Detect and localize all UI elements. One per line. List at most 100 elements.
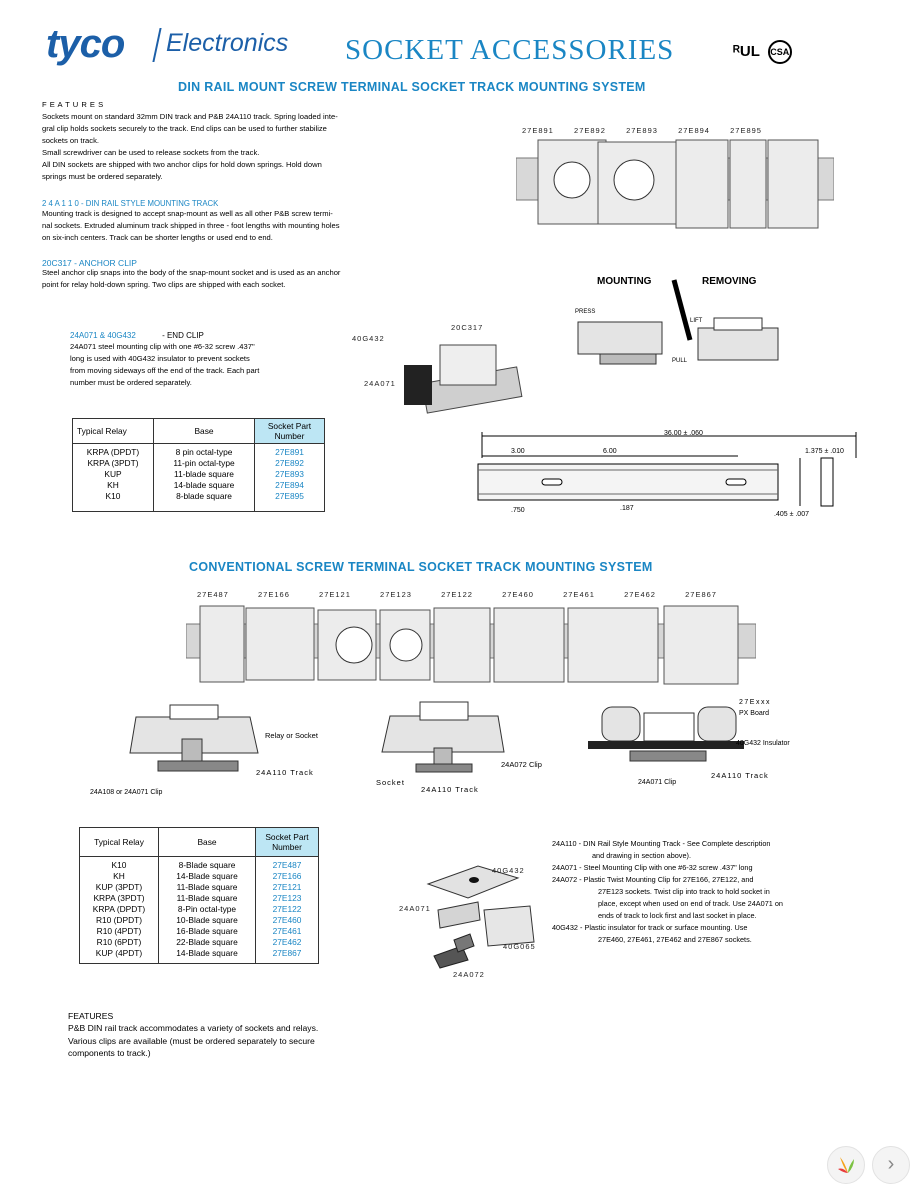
text-line: 40G432 - Plastic insulator for track or … — [552, 923, 748, 932]
certification-marks: ᴿUL CSA — [733, 40, 792, 64]
clip-label-20c317: 20C317 — [451, 323, 484, 332]
dim-right: .405 ± .007 — [774, 511, 809, 518]
socket-label: 27E867 — [685, 590, 717, 599]
label-relay-or-socket: Relay or Socket — [265, 731, 318, 740]
socket-label: 27E893 — [626, 126, 658, 135]
col-header-relay: Typical Relay — [79, 827, 159, 857]
clip-label-24a071: 24A071 — [364, 379, 396, 388]
text-line: springs must be ordered separately. — [42, 172, 163, 181]
track-dimension-drawing — [477, 432, 857, 507]
text-line: on six-inch centers. Track can be shorte… — [42, 233, 273, 242]
conv-features-heading: FEATURES — [68, 1011, 114, 1021]
rail-text: Mounting track is designed to accept sna… — [42, 208, 342, 244]
din-sockets-image — [516, 139, 834, 229]
text-line: components to track.) — [68, 1048, 151, 1058]
dim-overall: 36.00 ± .060 — [664, 430, 703, 437]
dim-slot: .187 — [620, 505, 634, 512]
text-line: 27E460, 27E461, 27E462 and 27E867 socket… — [598, 935, 752, 944]
text-line: point for relay hold-down spring. Two cl… — [42, 280, 286, 289]
text-line: 24A071 steel mounting clip with one #6-3… — [70, 342, 255, 351]
text-line: 24A071 - Steel Mounting Clip with one #6… — [552, 863, 753, 872]
endclip-text: 24A071 steel mounting clip with one #6-3… — [70, 341, 290, 389]
text-line: 24A072 - Plastic Twist Mounting Clip for… — [552, 875, 754, 884]
endclip-title: - END CLIP — [162, 331, 204, 340]
label-24a108-clip: 24A108 or 24A071 Clip — [90, 789, 163, 796]
socket-label: 27E460 — [502, 590, 534, 599]
socket-label: 27E166 — [258, 590, 290, 599]
viewer-logo-button[interactable] — [827, 1146, 865, 1184]
text-line: Sockets mount on standard 32mm DIN track… — [42, 112, 338, 121]
socket-label: 27E123 — [380, 590, 412, 599]
label-27exxx: 27Exxx — [739, 699, 771, 706]
parts-label-24a071: 24A071 — [399, 904, 431, 913]
text-line: 24A110 - DIN Rail Style Mounting Track -… — [552, 839, 771, 848]
text-line: from moving sideways off the end of the … — [70, 366, 260, 375]
text-line: number must be ordered separately. — [70, 378, 192, 387]
removing-label: REMOVING — [702, 276, 757, 287]
col-header-part: Socket Part Number — [254, 418, 325, 444]
socket-label: 27E487 — [197, 590, 229, 599]
socket-label: 27E462 — [624, 590, 656, 599]
label-24a110-track-3: 24A110 Track — [711, 771, 769, 780]
text-line: Small screwdriver can be used to release… — [42, 148, 260, 157]
anchor-text: Steel anchor clip snaps into the body of… — [42, 267, 342, 291]
socket-label: 27E121 — [319, 590, 351, 599]
text-line: All DIN sockets are shipped with two anc… — [42, 160, 322, 169]
clip-label-40g432: 40G432 — [352, 334, 385, 343]
accessory-notes: 24A110 - DIN Rail Style Mounting Track -… — [552, 838, 802, 946]
rail-heading: 2 4 A 1 1 0 - DIN RAIL STYLE MOUNTING TR… — [42, 199, 219, 208]
endclip-heading: 24A071 & 40G432 - END CLIP — [70, 331, 204, 340]
text-line: 27E123 sockets. Twist clip into track to… — [598, 887, 770, 896]
col-header-base: Base — [153, 418, 255, 444]
text-line: gral clip holds sockets securely to the … — [42, 124, 327, 133]
col-header-part: Socket Part Number — [255, 827, 319, 857]
text-line: nal sockets. Extruded aluminum track shi… — [42, 221, 340, 230]
conv-sockets-image — [186, 605, 756, 685]
anchor-heading: 20C317 - ANCHOR CLIP — [42, 258, 137, 268]
dim-left: .750 — [511, 507, 525, 514]
socket-label: 27E894 — [678, 126, 710, 135]
parts-label-40g432: 40G432 — [492, 866, 525, 875]
label-24a110-track: 24A110 Track — [256, 768, 314, 777]
socket-label: 27E461 — [563, 590, 595, 599]
mounting-label: MOUNTING — [597, 276, 652, 287]
end-clip-assembly-image — [404, 344, 523, 414]
label-40g432-insulator: 40G432 Insulator — [736, 740, 790, 747]
label-24a072-clip: 24A072 Clip — [501, 760, 542, 769]
label-socket: Socket — [376, 778, 405, 787]
text-line: sockets on track. — [42, 136, 99, 145]
parts-label-40g065: 40G065 — [503, 942, 536, 951]
label-px-board: PX Board — [739, 710, 769, 717]
ul-mark: ᴿUL — [733, 42, 760, 60]
pull-label: PULL — [672, 358, 688, 364]
dim-6: 6.00 — [603, 448, 617, 455]
conv-socket-labels: 27E487 27E166 27E121 27E123 27E122 27E46… — [197, 590, 717, 599]
din-socket-table: Typical Relay Base Socket Part Number KR… — [72, 418, 325, 512]
conv-features-text: P&B DIN rail track accommodates a variet… — [68, 1022, 368, 1060]
socket-label: 27E891 — [522, 126, 554, 135]
label-24a071-clip: 24A071 Clip — [638, 779, 677, 786]
press-label: PRESS — [575, 309, 596, 315]
label-track: 24A110 Track — [421, 785, 479, 794]
text-line: Various clips are available (must be ord… — [68, 1035, 315, 1046]
conv-socket-table: Typical Relay Base Socket Part Number K1… — [79, 827, 319, 964]
leaf-logo-icon — [838, 1157, 854, 1173]
parts-label-24a072: 24A072 — [453, 970, 485, 979]
socket-label: 27E895 — [730, 126, 762, 135]
endclip-part-numbers: 24A071 & 40G432 — [70, 331, 136, 340]
text-line: and drawing in section above). — [592, 851, 691, 860]
csa-mark: CSA — [767, 40, 792, 64]
text-line: place, except when used on end of track.… — [598, 899, 783, 908]
clip-diagram-1 — [129, 704, 259, 772]
tyco-logo: tyco — [46, 22, 125, 66]
text-line: Mounting track is designed to accept sna… — [42, 209, 333, 218]
page-title: SOCKET ACCESSORIES — [345, 34, 675, 66]
socket-label: 27E122 — [441, 590, 473, 599]
next-page-button[interactable]: › — [872, 1146, 910, 1184]
